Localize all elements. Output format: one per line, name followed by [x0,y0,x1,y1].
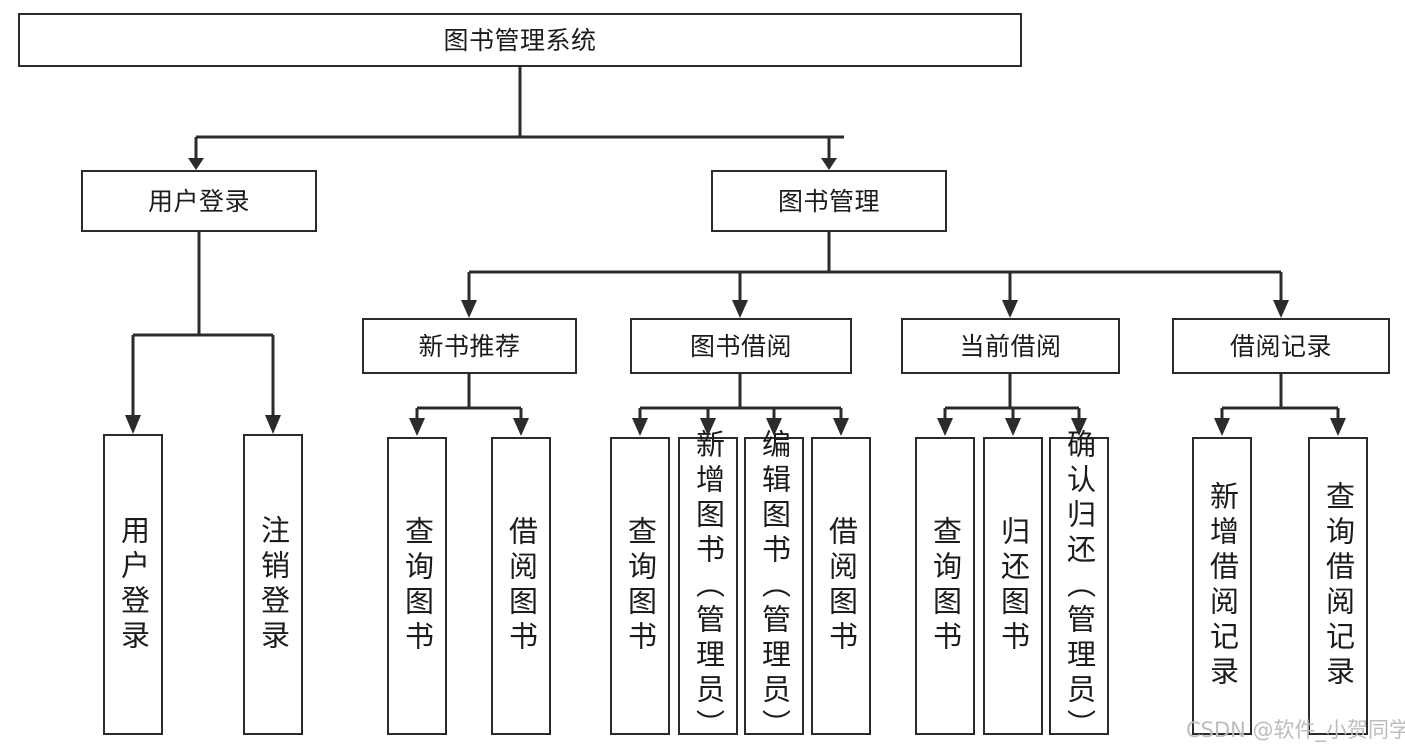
node-label: 查询图书 [623,516,658,656]
leaf-confirm-return-admin[interactable]: 确认归还（管理员） [1049,429,1109,744]
leaf-logout[interactable]: 注销登录 [243,434,303,735]
leaf-return-book[interactable]: 归还图书 [983,437,1043,735]
node-label: 编辑图书（管理员） [757,428,792,744]
node-book-borrow[interactable]: 图书借阅 [630,318,852,374]
node-label: 图书管理系统 [443,25,597,55]
node-label: 新增借阅记录 [1205,481,1240,691]
leaf-add-borrow-record[interactable]: 新增借阅记录 [1192,437,1252,735]
leaf-query-book-current[interactable]: 查询图书 [915,437,975,735]
leaf-query-borrow-record[interactable]: 查询借阅记录 [1308,437,1368,735]
node-label: 用户登录 [116,514,151,655]
node-label: 注销登录 [256,514,291,655]
node-label: 确认归还（管理员） [1062,428,1097,744]
node-label: 图书借阅 [689,331,792,361]
node-label: 图书管理 [777,186,880,216]
node-label: 用户登录 [147,186,250,216]
node-label: 借阅图书 [824,516,859,656]
node-current-borrow[interactable]: 当前借阅 [901,318,1120,374]
node-label: 查询图书 [928,516,963,656]
node-label: 当前借阅 [959,331,1062,361]
node-root[interactable]: 图书管理系统 [18,13,1022,67]
node-book-management[interactable]: 图书管理 [711,170,947,232]
leaf-borrow-book[interactable]: 借阅图书 [811,437,871,735]
node-label: 新增图书（管理员） [691,428,726,744]
leaf-add-book-admin[interactable]: 新增图书（管理员） [678,429,738,744]
node-new-book-recommend[interactable]: 新书推荐 [362,318,577,374]
node-label: 查询借阅记录 [1321,481,1356,691]
leaf-query-book-newbook[interactable]: 查询图书 [387,437,447,735]
leaf-user-login[interactable]: 用户登录 [103,434,163,735]
node-borrow-record[interactable]: 借阅记录 [1172,318,1390,374]
watermark: CSDN @软件_小贺同学 [1186,718,1405,742]
node-label: 查询图书 [400,516,435,656]
leaf-edit-book-admin[interactable]: 编辑图书（管理员） [744,429,804,744]
node-user-login[interactable]: 用户登录 [81,170,317,232]
node-label: 新书推荐 [418,331,521,361]
node-label: 归还图书 [996,516,1031,656]
node-label: 借阅图书 [504,516,539,656]
leaf-query-book-borrow[interactable]: 查询图书 [610,437,670,735]
node-label: 借阅记录 [1229,331,1332,361]
leaf-borrow-book-newbook[interactable]: 借阅图书 [491,437,551,735]
